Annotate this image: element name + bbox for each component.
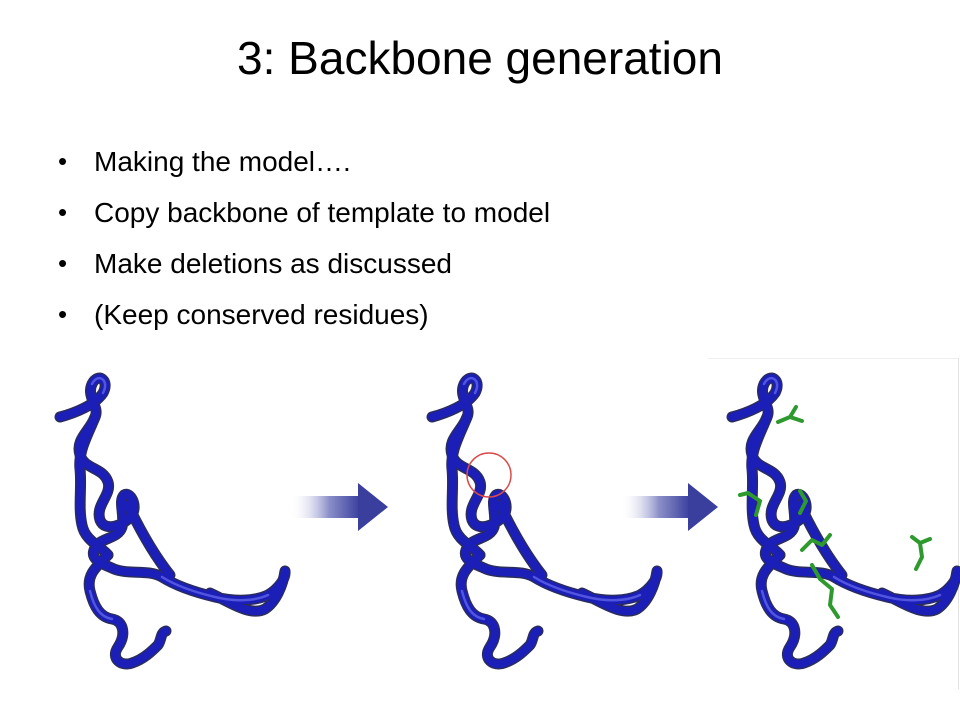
arrow-right-icon [620, 483, 718, 531]
bullet-item: • Copy backbone of template to model [58, 187, 550, 238]
bullet-text: Copy backbone of template to model [94, 197, 551, 228]
slide-title: 3: Backbone generation [237, 32, 723, 84]
bullet-text: Making the model…. [94, 146, 351, 177]
bullet-dot-icon: • [58, 248, 68, 278]
model-backbone-structure [432, 378, 657, 664]
arrow-right-icon [290, 483, 388, 531]
bullet-text: (Keep conserved residues) [94, 299, 429, 330]
image-frame-right [708, 358, 959, 689]
bullet-dot-icon: • [58, 146, 68, 176]
bullet-item: • Making the model…. [58, 136, 550, 187]
template-backbone-structure [60, 378, 285, 664]
bullet-dot-icon: • [58, 299, 68, 329]
deletion-highlight-circle [466, 452, 512, 498]
bullet-dot-icon: • [58, 197, 68, 227]
conserved-sidechains [738, 405, 932, 619]
bullet-item: • (Keep conserved residues) [58, 289, 550, 340]
bullet-text: Make deletions as discussed [94, 248, 452, 279]
bullet-list: • Making the model…. • Copy backbone of … [58, 136, 550, 340]
model-with-sidechains-structure [732, 378, 957, 664]
protein-figure [0, 355, 960, 700]
bullet-item: • Make deletions as discussed [58, 238, 550, 289]
